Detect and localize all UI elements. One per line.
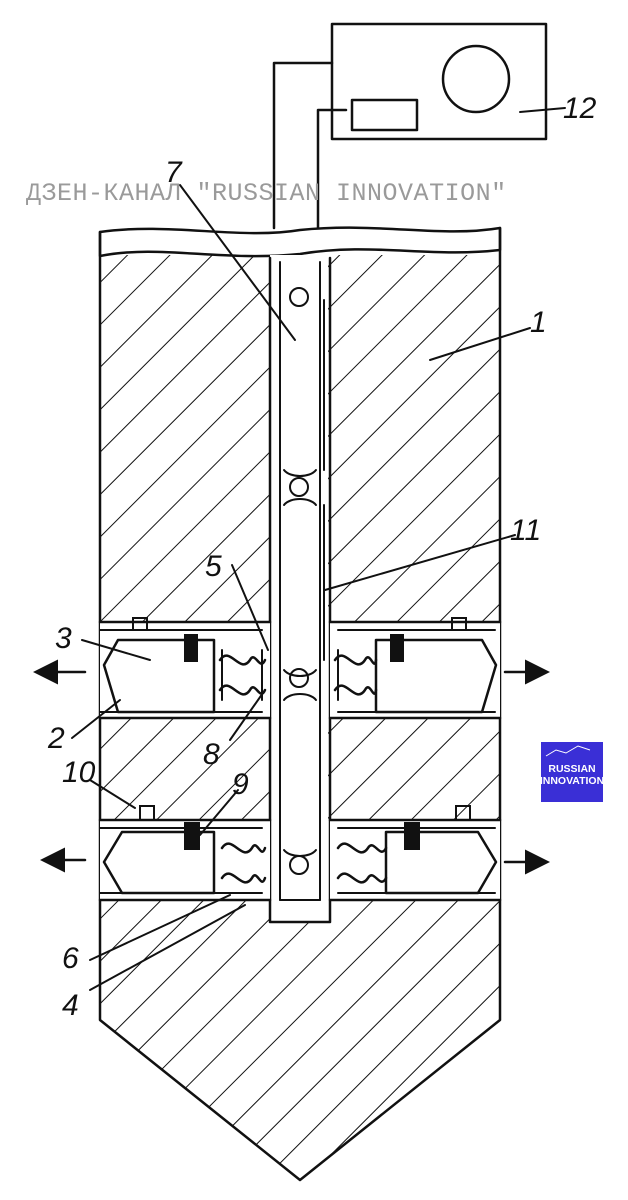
label-8: 8 <box>203 738 220 771</box>
label-7: 7 <box>165 156 183 189</box>
label-12: 12 <box>563 92 597 125</box>
spring-right-upper <box>333 654 378 666</box>
label-6: 6 <box>62 942 79 975</box>
label-10: 10 <box>62 756 96 789</box>
watermark-text: ДЗЕН-КАНАЛ "RUSSIAN INNOVATION" <box>26 179 507 208</box>
broken-top-edge <box>98 226 502 258</box>
label-3: 3 <box>55 622 72 655</box>
shaft-hole <box>289 287 309 307</box>
channel-7 <box>268 255 332 924</box>
label-4: 4 <box>62 989 79 1022</box>
leader-lines <box>71 107 566 991</box>
control-unit-dial <box>441 44 511 114</box>
shaft-hole <box>289 668 309 688</box>
piston-left-lower <box>102 830 216 895</box>
motion-arrows <box>33 659 550 875</box>
label-11: 11 <box>510 514 541 547</box>
pin-10 <box>132 617 148 631</box>
spring-right-lower <box>336 842 388 854</box>
shaft-hole <box>289 855 309 875</box>
upper-sensor-row <box>98 617 502 720</box>
logo-line1: RUSSIAN <box>548 763 595 775</box>
stop-9 <box>184 634 198 662</box>
control-unit-box <box>330 22 548 141</box>
control-unit-display <box>350 98 419 132</box>
drill-body-1 <box>98 226 502 1182</box>
label-1: 1 <box>530 306 547 339</box>
cable-outer <box>272 61 334 230</box>
channel-logo: RUSSIAN INNOVATION <box>540 742 604 802</box>
logo-background <box>541 742 603 802</box>
piston-right-lower <box>384 830 498 895</box>
reference-numerals: 1 2 3 4 5 6 7 8 9 10 11 12 <box>47 92 597 1022</box>
spring-left-upper <box>218 654 267 666</box>
control-unit-12 <box>272 22 548 230</box>
piston-right-upper <box>374 638 498 714</box>
lower-sensor-row <box>98 805 502 902</box>
label-2: 2 <box>47 722 65 755</box>
label-5: 5 <box>205 550 222 583</box>
spring-left-lower <box>220 842 267 854</box>
shaft-hole <box>289 477 309 497</box>
cable-inner <box>316 108 348 230</box>
logo-line2: INNOVATION <box>540 775 604 787</box>
label-9: 9 <box>232 768 249 801</box>
body-outline <box>98 226 502 1182</box>
